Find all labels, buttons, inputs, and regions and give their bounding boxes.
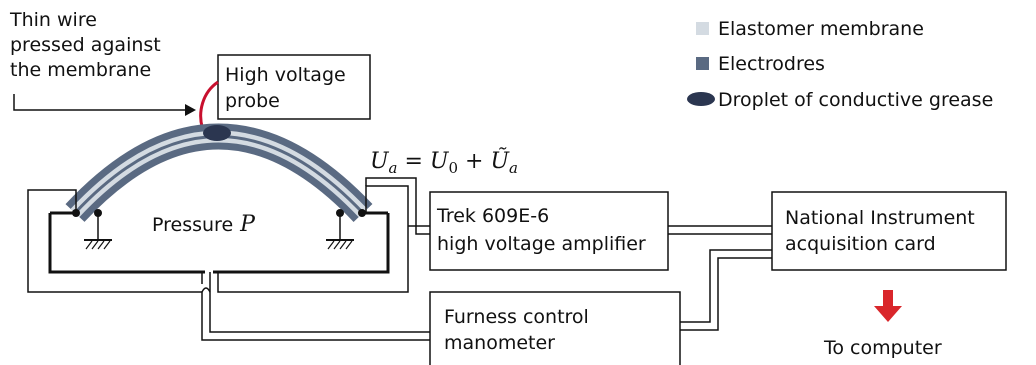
voltage-equation: Ua = U0 + Ũa (370, 146, 518, 177)
pressure-line-inner (209, 272, 430, 333)
left-ground-icon (84, 213, 112, 250)
pressure-line-outer (27, 189, 430, 341)
daq-box (771, 191, 1007, 271)
wire-pointer-arrowhead (185, 104, 196, 116)
legend-membrane-label: Elastomer membrane (718, 18, 924, 40)
amplifier-label: Trek 609E-6 high voltage amplifier (436, 205, 646, 255)
manometer-box (429, 291, 681, 365)
grease-droplet (203, 125, 231, 141)
wire-label: Thin wire pressed against the membrane (9, 9, 167, 81)
manometer-label: Furness control manometer (444, 306, 595, 354)
right-ground-icon (326, 213, 354, 250)
wire-pointer-line (13, 94, 188, 111)
line-crossover (201, 287, 211, 293)
legend-droplet-swatch (687, 92, 715, 106)
manometer-daq-line-2 (680, 257, 772, 331)
daq-label: National Instrument acquisition card (785, 207, 981, 255)
chamber-left (48, 213, 205, 274)
to-computer-label: To computer (823, 337, 942, 359)
legend-electrode-label: Electrodres (718, 53, 825, 75)
legend-electrode-swatch (696, 57, 709, 70)
probe-label: High voltage probe (225, 64, 352, 112)
amp-hv-line (365, 177, 430, 235)
amplifier-box (429, 191, 669, 271)
probe-wire (199, 80, 219, 131)
electrode-ground-right (217, 185, 409, 293)
to-computer-arrow-icon (874, 290, 902, 322)
legend-membrane-swatch (696, 22, 709, 35)
legend-droplet-label: Droplet of conductive grease (718, 89, 993, 111)
probe-box (217, 54, 371, 120)
chamber-right (213, 213, 390, 274)
manometer-daq-line-1 (680, 249, 772, 323)
